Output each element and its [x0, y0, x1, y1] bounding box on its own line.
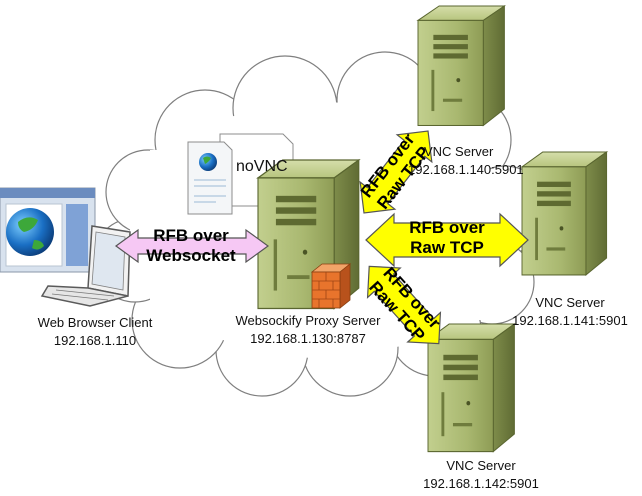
proxy-ip: 192.168.1.130:8787: [250, 331, 366, 346]
websocket-link-line1: RFB over: [153, 226, 229, 245]
vnc-server-140-name: VNC Server: [424, 144, 494, 159]
vnc-server-142-icon: [427, 323, 515, 453]
tcp-arrow-140: [359, 130, 433, 214]
laptop-browser-icon: [0, 187, 131, 307]
tcp-link-141-line2: Raw TCP: [410, 238, 484, 257]
proxy-label: Websockify Proxy Server 192.168.1.130:87…: [218, 313, 398, 347]
tcp-link-141-label: RFB over Raw TCP: [394, 218, 500, 258]
vnc-server-140-label: VNC Server 192.168.1.140:5901: [400, 144, 540, 178]
vnc-server-141-name: VNC Server: [535, 295, 605, 310]
vnc-server-140-ip: 192.168.1.140:5901: [408, 162, 524, 177]
vnc-server-140-icon: [417, 5, 505, 126]
vnc-server-142-name: VNC Server: [446, 458, 516, 473]
firewall-icon: [310, 263, 352, 309]
client-label: Web Browser Client 192.168.1.110: [10, 315, 180, 349]
tcp-arrow-141: [365, 212, 529, 268]
websocket-link-line2: Websocket: [146, 246, 236, 265]
websocket-link-label: RFB over Websocket: [136, 226, 246, 266]
vnc-server-142-ip: 192.168.1.142:5901: [423, 476, 539, 491]
websocket-arrow: [114, 228, 270, 264]
tcp-arrow-142: [366, 265, 442, 345]
client-name: Web Browser Client: [37, 315, 153, 330]
vnc-server-141-ip: 192.168.1.141:5901: [512, 313, 628, 328]
vnc-server-142-label: VNC Server 192.168.1.142:5901: [406, 458, 556, 492]
client-ip: 192.168.1.110: [53, 333, 137, 348]
tcp-link-141-line1: RFB over: [409, 218, 485, 237]
novnc-label: noVNC: [236, 158, 288, 175]
proxy-name: Websockify Proxy Server: [235, 313, 381, 328]
vnc-server-141-label: VNC Server 192.168.1.141:5901: [500, 295, 640, 329]
